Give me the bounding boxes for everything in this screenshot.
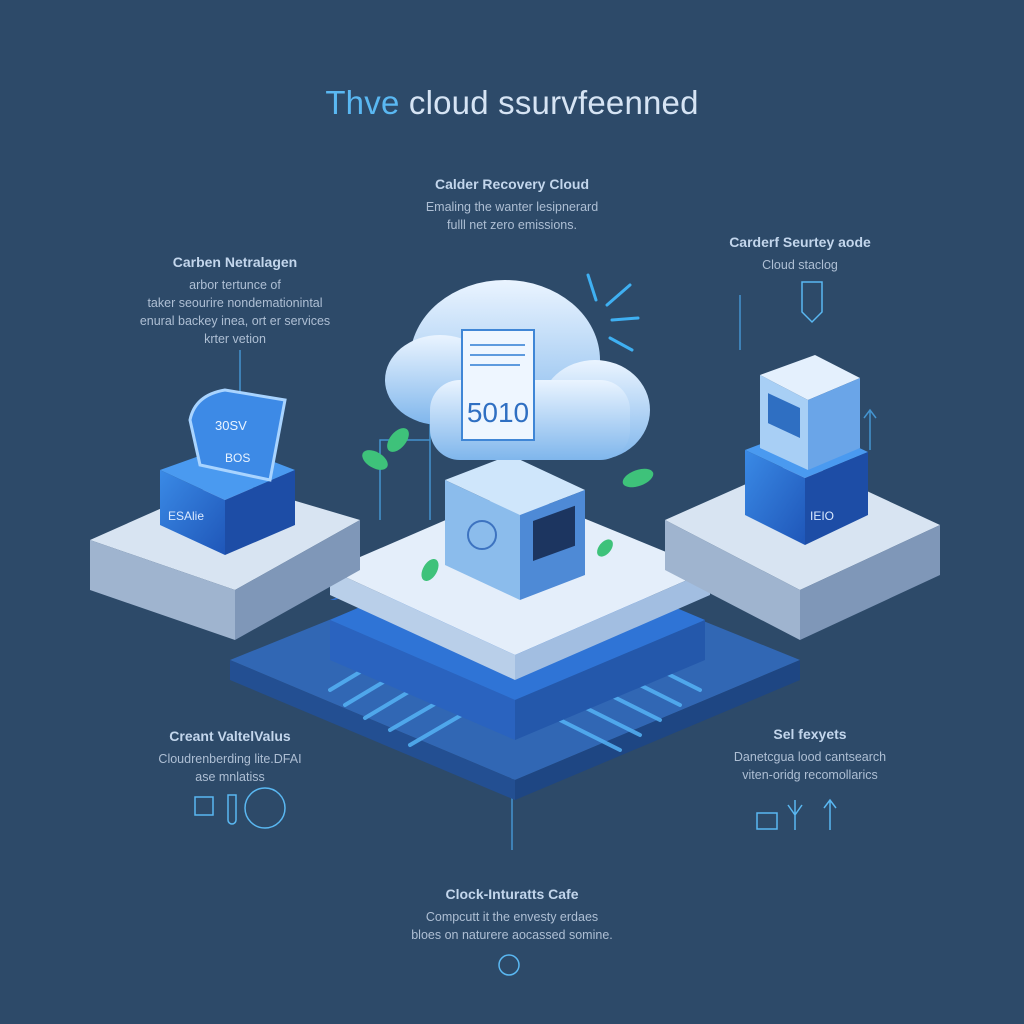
globe-heart-icon bbox=[244, 787, 286, 829]
battery-icon bbox=[194, 796, 214, 816]
info-block-bottom-left: Creant ValtelValus Cloudrenberding lite.… bbox=[158, 728, 302, 784]
info-block-left: Carben Netralagen arbor tertunce of take… bbox=[139, 254, 331, 346]
info-block-bottom-right: Sel fexyets Danetcgua lood cantsearch vi… bbox=[733, 726, 887, 782]
badge-label-top: 30SV bbox=[215, 418, 247, 433]
leaf-circle-icon bbox=[498, 954, 520, 976]
info-block-bottom: Clock-Inturatts Cafe Compcutt it the env… bbox=[411, 886, 613, 942]
info-block-top: Calder Recovery Cloud Emaling the wanter… bbox=[425, 176, 599, 232]
arrow-up-icon bbox=[823, 798, 837, 830]
plant-sprout-icon bbox=[787, 800, 803, 830]
plant-icons bbox=[362, 428, 654, 581]
central-server bbox=[445, 455, 585, 600]
shield-icon bbox=[801, 281, 823, 324]
cloud-icon: 5010 bbox=[385, 273, 650, 460]
cloud-panel-label: 5010 bbox=[467, 397, 529, 428]
left-server-label: ESAlie bbox=[168, 509, 204, 523]
security-badge-icon: 30SV BOS bbox=[188, 388, 287, 482]
thermometer-icon bbox=[227, 794, 237, 825]
right-server-label: IEIO bbox=[810, 509, 834, 523]
info-block-right: Carderf Seurtey aode Cloud staclog bbox=[729, 234, 871, 272]
left-platform: ESAlie 30SV BOS bbox=[90, 388, 360, 640]
right-platform: IEIO bbox=[665, 281, 940, 640]
bag-icon bbox=[756, 812, 778, 830]
badge-label-bottom: BOS bbox=[225, 451, 250, 465]
page-title: Thve cloud ssurvfeenned bbox=[325, 84, 699, 121]
